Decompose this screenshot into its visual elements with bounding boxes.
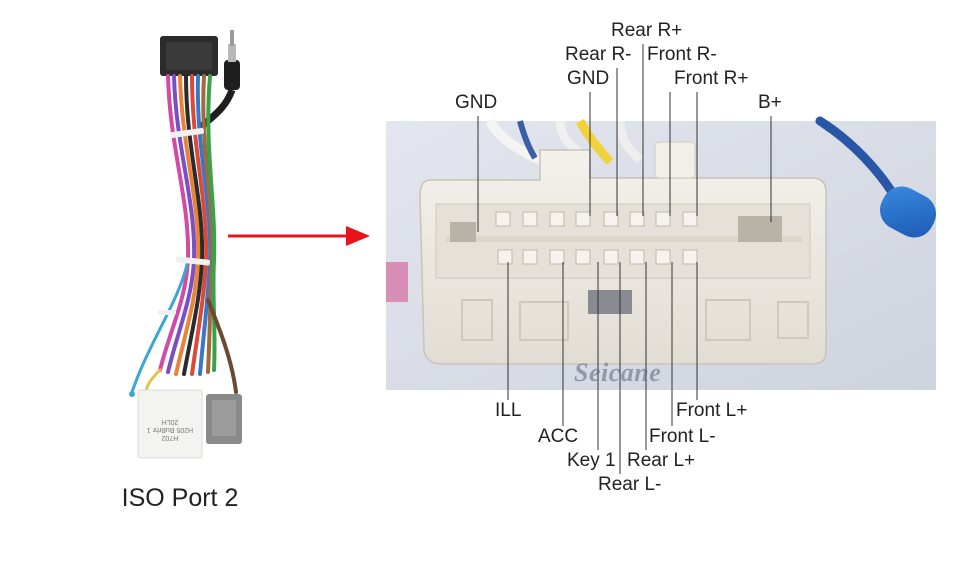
harness-label-line: H702 — [162, 434, 179, 441]
red-arrow — [228, 226, 370, 246]
label-b-plus: B+ — [758, 92, 782, 113]
label-acc: ACC — [538, 426, 579, 447]
image-caption: ISO Port 2 — [121, 484, 239, 512]
label-rear-l-minus: Rear L- — [598, 474, 662, 495]
label-front-l-minus: Front L- — [649, 426, 716, 447]
wire-bundle — [130, 74, 238, 396]
harness-label-line: H205 BuBrhr 1 — [147, 426, 193, 433]
label-front-r-minus: Front R- — [647, 44, 717, 65]
wire-harness-image: H702 H205 BuBrhr 1 20LH — [129, 30, 242, 459]
harness-grey-connector — [206, 394, 242, 444]
pin-cavity — [522, 211, 538, 227]
pin-cavity — [495, 211, 511, 227]
label-front-r-plus: Front R+ — [674, 68, 749, 89]
harness-label-line: 20LH — [162, 418, 179, 425]
label-rear-r-plus: Rear R+ — [611, 20, 683, 41]
pin-cavity — [549, 249, 565, 265]
pin-cavity — [575, 249, 591, 265]
pin-cavity — [655, 249, 671, 265]
pin-cavity — [682, 211, 698, 227]
pin-cavity — [682, 249, 698, 265]
harness-bottom-connector: H702 H205 BuBrhr 1 20LH — [137, 389, 203, 459]
leader-lines — [477, 44, 772, 474]
label-gnd: GND — [567, 68, 610, 89]
pin-cavity — [629, 249, 645, 265]
pin-cavity — [603, 249, 619, 265]
pin-cavities — [495, 211, 698, 265]
pin-cavity — [522, 249, 538, 265]
label-key1: Key 1 — [567, 450, 616, 471]
watermark-logo: Seicane — [574, 358, 662, 387]
label-rear-r-minus: Rear R- — [565, 44, 632, 65]
bplus-terminal — [738, 216, 782, 242]
pin-cavity — [575, 211, 591, 227]
pin-cavity — [549, 211, 565, 227]
label-ill: ILL — [495, 400, 522, 421]
gnd-terminal — [450, 222, 476, 242]
pin-cavity — [629, 211, 645, 227]
pin-cavity — [497, 249, 513, 265]
connector-photo — [386, 116, 937, 390]
pin-cavity — [603, 211, 619, 227]
label-rear-l-plus: Rear L+ — [627, 450, 696, 471]
label-front-l-plus: Front L+ — [676, 400, 748, 421]
pin-cavity — [655, 211, 671, 227]
label-gnd-left: GND — [455, 92, 498, 113]
